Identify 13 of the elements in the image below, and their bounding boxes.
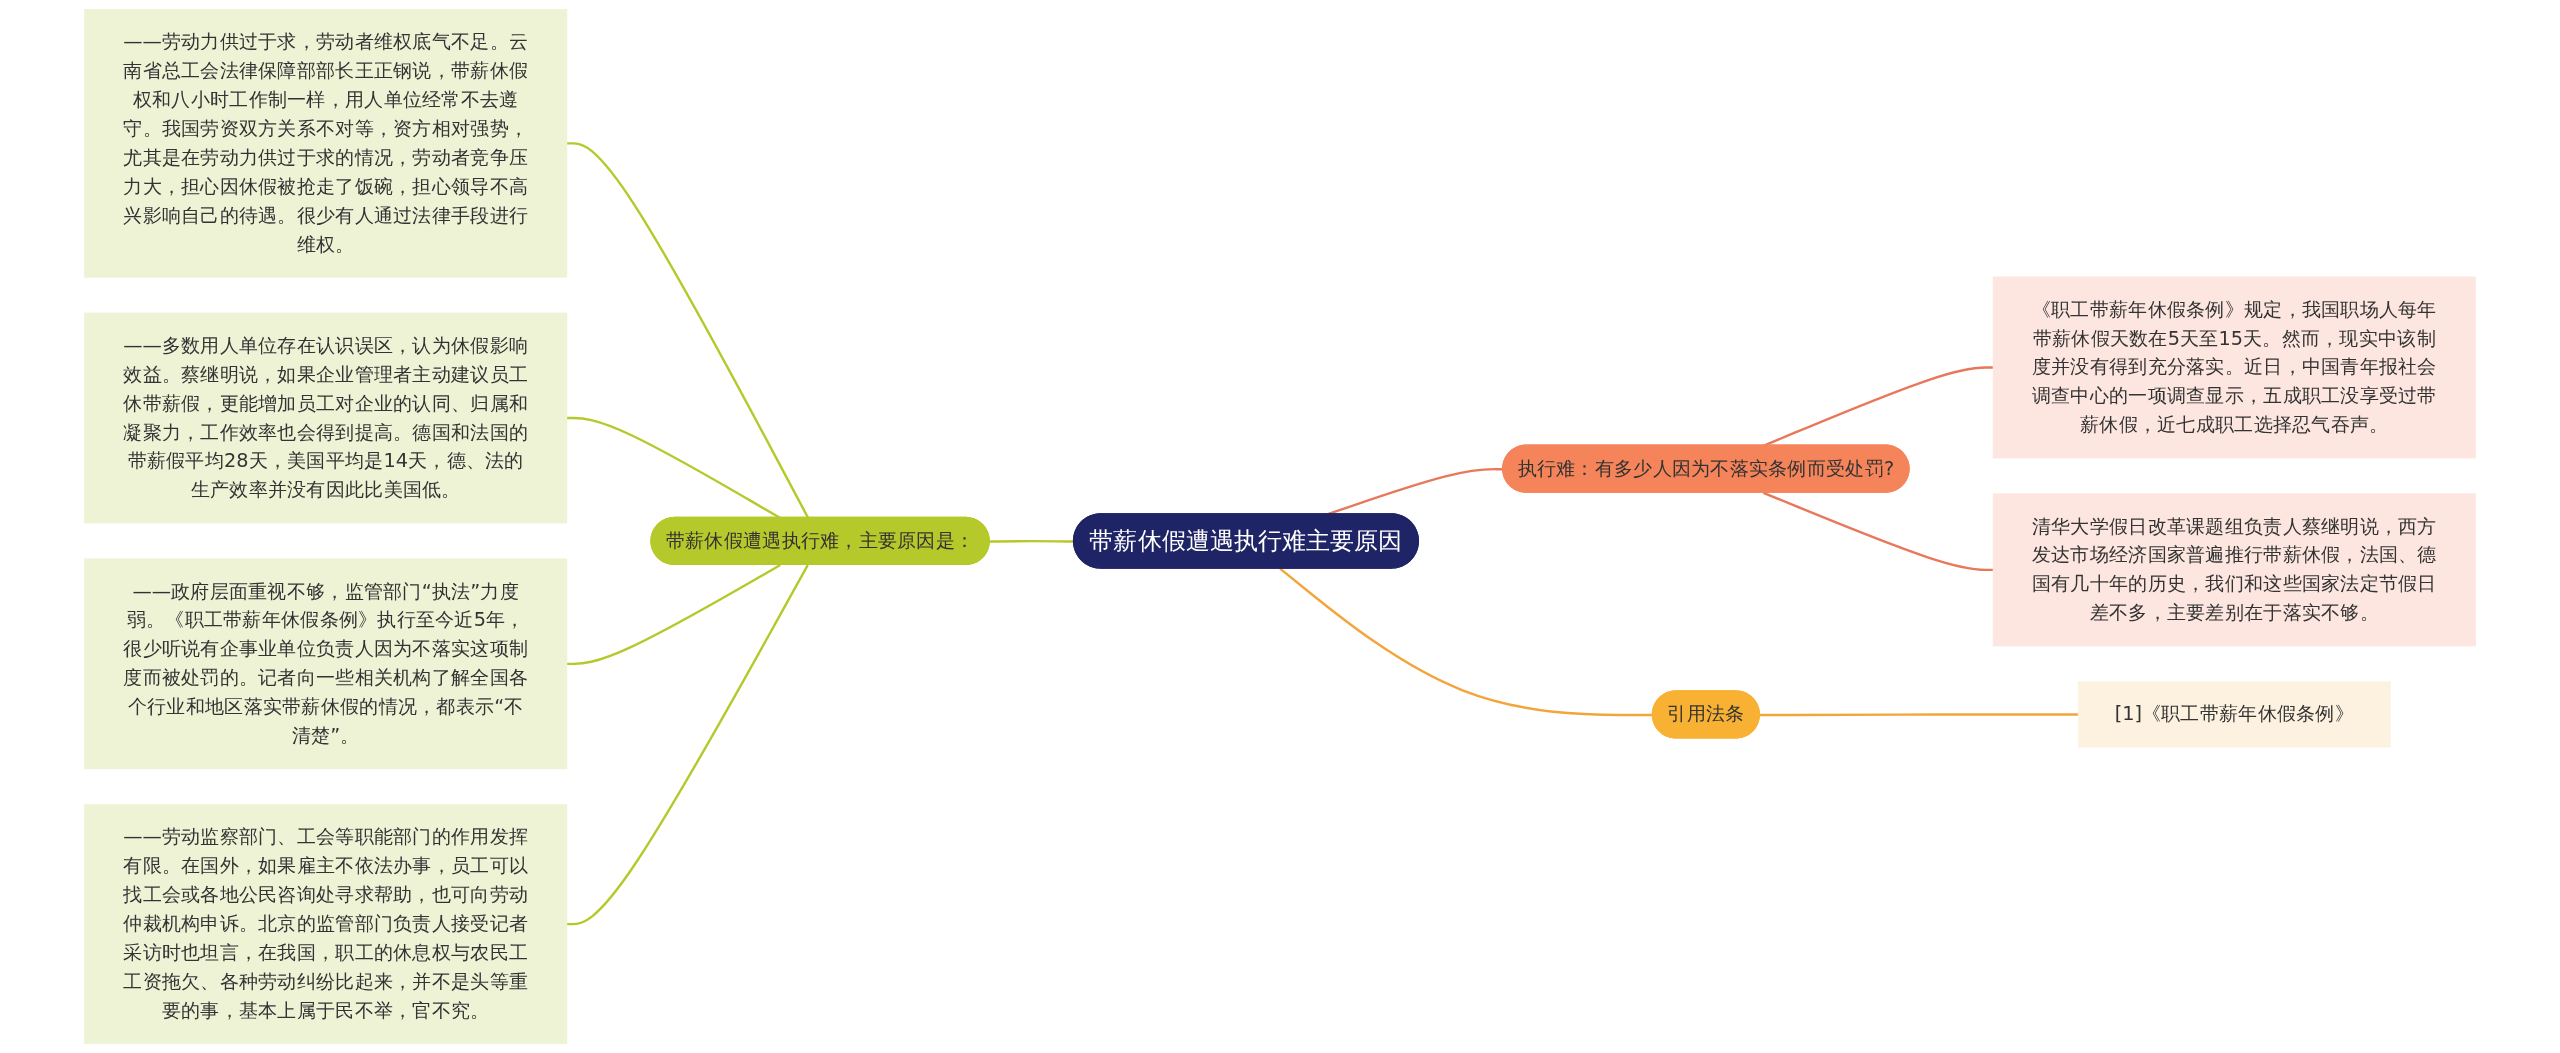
connector: [566, 564, 781, 666]
node-box: ——劳动监察部门、工会等职能部门的作用发挥有限。在国外，如果雇主不依法办事，员工可以找工会或各地公民咨询处寻求帮助，也可向劳动仲裁机构申诉。北京的监管部门负责人接受记者采访时也坦言，在我国，职工的休息权与农民工工资拖欠、各种劳动纠纷比起来，并不是头等重要的事，基本上属于民不举，官不究。: [84, 804, 568, 1044]
node-box: ——多数用人单位存在认识误区，认为休假影响效益。蔡继明说，如果企业管理者主动建议员工休带薪假，更能增加员工对企业的认同、归属和凝聚力，工作效率也会得到提高。德国和法国的带薪假平均28天，美国平均是14天，德、法的生产效率并没有因此比美国低。: [84, 312, 568, 524]
node-box: ——政府层面重视不够，监管部门“执法”力度弱。《职工带薪年休假条例》执行至今近5年，很少听说有企事业单位负责人因为不落实这项制度而被处罚的。记者向一些相关机构了解全国各个行业和地区落实带薪休假的情况，都表示“不清楚”。: [84, 558, 568, 770]
connector: [1762, 366, 1994, 447]
node-box: [1]《职工带薪年休假条例》: [2077, 681, 2391, 748]
connector: [1762, 491, 1994, 572]
connector: [1759, 713, 2079, 717]
connector: [566, 564, 809, 926]
node-box: 清华大学假日改革课题组负责人蔡继明说，西方发达市场经济国家普遍推行带薪休假，法国、德国有几十年的历史，我们和这些国家法定节假日差不多，主要差别在于落实不够。: [1992, 493, 2476, 647]
connector: [566, 142, 810, 519]
node-box: ——劳动力供过于求，劳动者维权底气不足。云南省总工会法律保障部部长王正钢说，带薪休假权和八小时工作制一样，用人单位经常不去遵守。我国劳资双方关系不对等，资方相对强势，尤其是在劳动力供过于求的情况，劳动者竞争压力大，担心因休假被抢走了饭碗，担心领导不高兴影响自己的待遇。很少有人通过法律手段进行维权。: [84, 9, 568, 278]
node-box: 《职工带薪年休假条例》规定，我国职场人每年带薪休假天数在5天至15天。然而，现实中该制度并没有得到充分落实。近日，中国青年报社会调查中心的一项调查显示，五成职工没享受过带薪休假，近七成职工选择忍气吞声。: [1992, 276, 2476, 459]
